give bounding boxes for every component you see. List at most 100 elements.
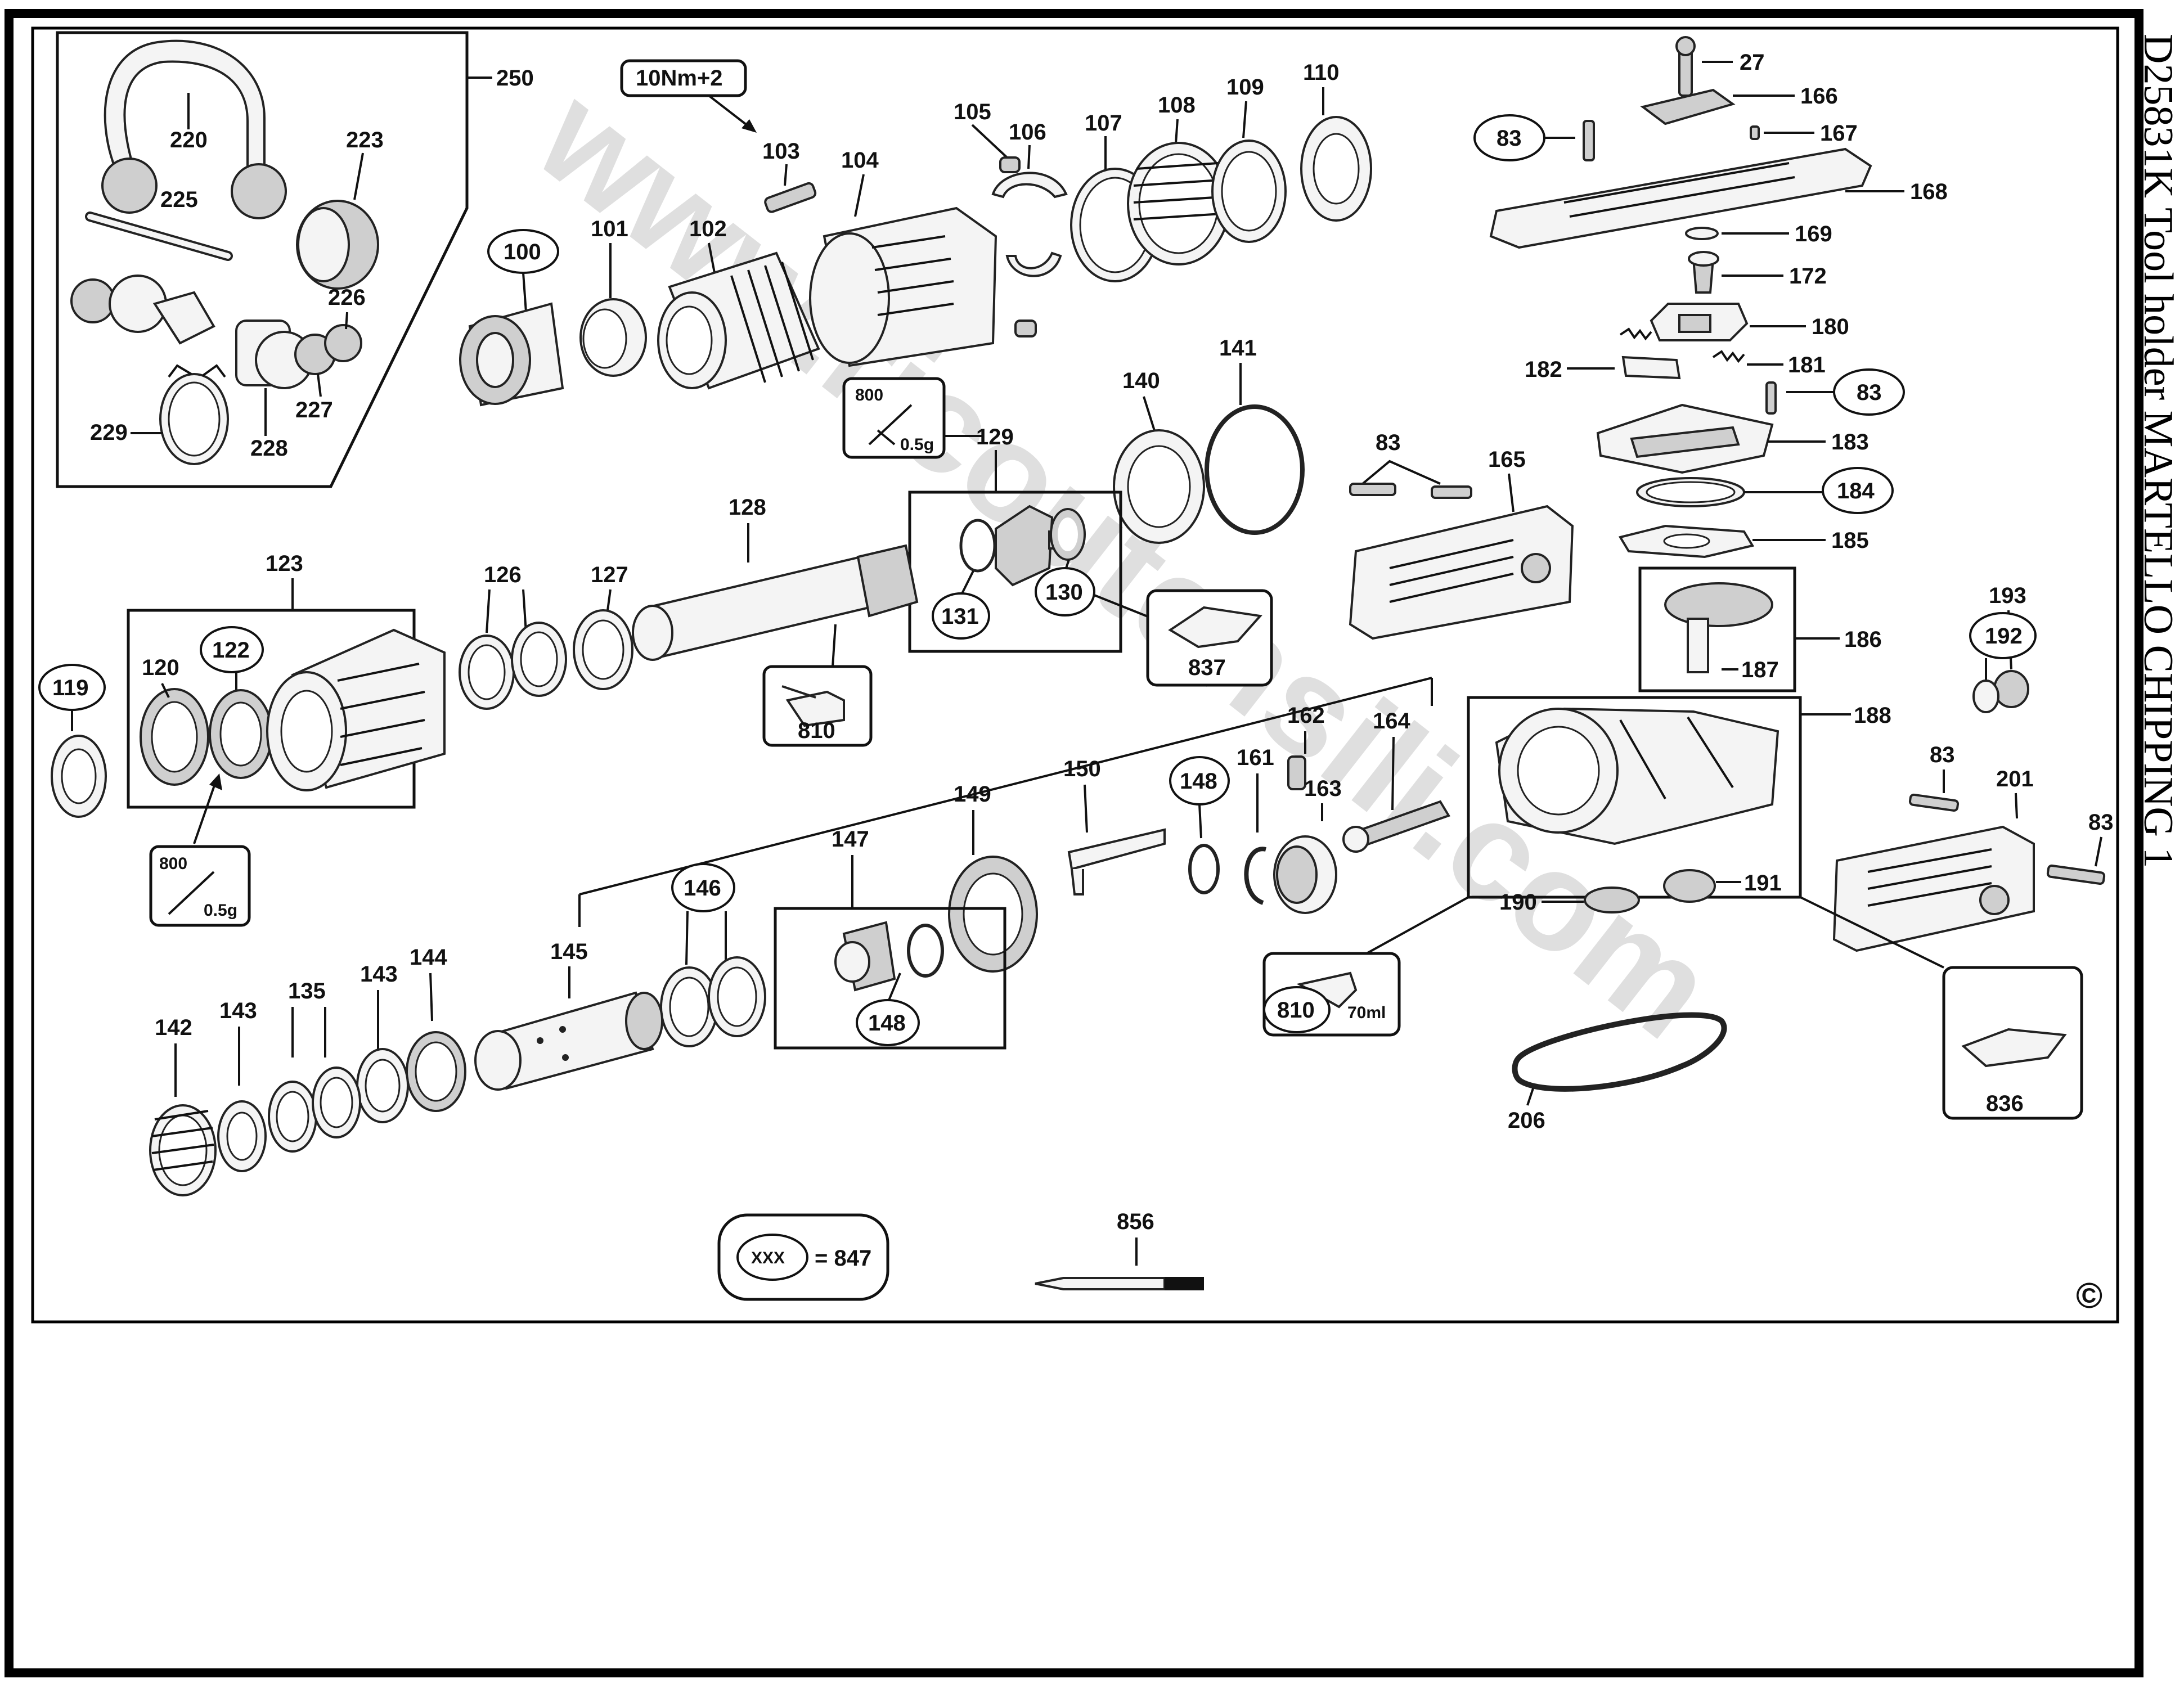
part-label-220: 220 — [170, 128, 208, 152]
torque-callout — [620, 59, 747, 97]
part-label-143a: 143 — [219, 998, 257, 1023]
front-assembly-row: 10Nm+2 103 100 101 102 104 105 — [459, 59, 1372, 407]
part-label-122: 122 — [212, 638, 250, 663]
seal-193-part — [1993, 670, 2029, 708]
grease-amount-top: 0.5g — [900, 435, 934, 454]
part-label-206: 206 — [1508, 1108, 1545, 1133]
outer-frame — [5, 9, 2143, 1677]
part-label-190: 190 — [1499, 890, 1537, 915]
part-label-163: 163 — [1304, 776, 1342, 801]
torque-label: 10Nm+2 — [636, 66, 723, 91]
spindle-128-part — [645, 555, 871, 660]
diagram-frame — [31, 26, 2119, 1324]
part-label-164: 164 — [1373, 709, 1410, 734]
o-ring-148-part — [1188, 844, 1220, 894]
grease-code-bottom: 800 — [159, 854, 187, 873]
top-cover-168-part — [1489, 147, 1872, 249]
bottom-row: 162 164 161 163 148 150 149 147 148 — [149, 703, 1450, 1196]
part-label-145: 145 — [550, 939, 588, 964]
part-label-104: 104 — [841, 148, 879, 173]
side-cover-165-part — [1349, 505, 1574, 640]
part-label-181: 181 — [1788, 353, 1826, 377]
middle-row: 140 141 800 0.5g 129 131 130 837 83 — [842, 336, 1574, 687]
part-label-148a: 148 — [1180, 769, 1217, 794]
bearing-190-part — [1584, 886, 1640, 914]
circlip-141-part — [1205, 404, 1305, 535]
part-label-130: 130 — [1045, 580, 1083, 605]
part-label-168: 168 — [1910, 179, 1948, 204]
part-label-250: 250 — [496, 66, 534, 91]
bearing-191-part — [1663, 869, 1716, 903]
part-label-185: 185 — [1831, 528, 1869, 553]
ram-group-147-box — [774, 907, 1006, 1050]
half-ring-106-part — [991, 172, 1068, 199]
screw-103-part — [764, 182, 817, 213]
shaft-row: 128 127 126 123 120 122 119 — [38, 495, 919, 927]
part-label-167: 167 — [1820, 121, 1858, 146]
oil-code-810a: 810 — [798, 718, 835, 743]
part-label-83e: 83 — [2088, 810, 2114, 835]
nut-226-part — [324, 324, 362, 362]
part-label-109: 109 — [1226, 75, 1264, 100]
part-label-110: 110 — [1303, 60, 1340, 85]
part-label-169: 169 — [1795, 222, 1832, 246]
part-label-191: 191 — [1744, 871, 1782, 896]
part-label-102: 102 — [689, 217, 727, 241]
part-label-229: 229 — [90, 420, 128, 445]
part-label-100: 100 — [504, 240, 541, 264]
part-label-143b: 143 — [360, 962, 398, 987]
part-label-107: 107 — [1085, 111, 1122, 136]
part-label-105: 105 — [954, 100, 991, 124]
part-label-184: 184 — [1837, 479, 1875, 503]
part-label-135: 135 — [288, 979, 326, 1004]
part-label-129: 129 — [976, 425, 1014, 449]
part-label-166: 166 — [1800, 84, 1838, 109]
gear-group-186-box — [1638, 566, 1796, 692]
part-label-228: 228 — [250, 436, 288, 461]
part-label-193: 193 — [1989, 583, 2026, 608]
part-label-127: 127 — [591, 562, 628, 587]
part-label-186: 186 — [1844, 627, 1882, 652]
part-label-144: 144 — [410, 945, 447, 970]
grease-code-top: 800 — [855, 386, 883, 404]
part-label-148b: 148 — [868, 1011, 906, 1036]
part-label-83c: 83 — [1376, 430, 1401, 455]
handle-group-outline — [56, 31, 469, 488]
part-label-83d: 83 — [1930, 742, 1955, 767]
part-label-182: 182 — [1525, 357, 1562, 382]
pin-105-part — [999, 156, 1021, 173]
part-label-141: 141 — [1219, 336, 1257, 361]
part-label-142: 142 — [155, 1015, 192, 1040]
kit-label-837: 837 — [1188, 655, 1226, 680]
part-label-161: 161 — [1237, 745, 1274, 770]
part-label-201: 201 — [1996, 767, 2034, 791]
switch-cover-assembly: 27 83 166 167 168 169 172 180 182 181 — [1473, 36, 1948, 559]
spindle-gear-part — [856, 544, 919, 618]
part-label-165: 165 — [1488, 447, 1526, 472]
copyright-mark: © — [2076, 1275, 2102, 1316]
piston-129-part — [995, 505, 1054, 587]
part-label-126: 126 — [484, 562, 522, 587]
part-label-856: 856 — [1117, 1209, 1154, 1234]
part-label-183: 183 — [1831, 430, 1869, 454]
kit-label-836: 836 — [1986, 1091, 2024, 1116]
part-label-188: 188 — [1854, 703, 1891, 728]
part-label-150: 150 — [1063, 757, 1101, 781]
chisel-856-part — [1035, 1277, 1166, 1290]
part-label-101: 101 — [591, 217, 628, 241]
o-ring-148b-part — [907, 924, 944, 978]
striker-guide-150-part — [1067, 828, 1166, 871]
drive-belt-206-part — [1512, 1012, 1727, 1092]
part-label-223: 223 — [346, 128, 384, 152]
part-label-226: 226 — [328, 285, 366, 310]
legend-area: XXX = 847 856 © — [717, 1209, 2102, 1316]
part-label-140: 140 — [1122, 368, 1160, 393]
part-label-120: 120 — [142, 655, 179, 680]
slider-182-part — [1621, 356, 1681, 380]
part-label-146: 146 — [684, 876, 721, 901]
part-label-108: 108 — [1158, 93, 1196, 118]
handle-clamp-right-part — [231, 163, 287, 219]
circlip-161-part — [1244, 847, 1266, 905]
oil-code-810b: 810 — [1277, 998, 1315, 1023]
